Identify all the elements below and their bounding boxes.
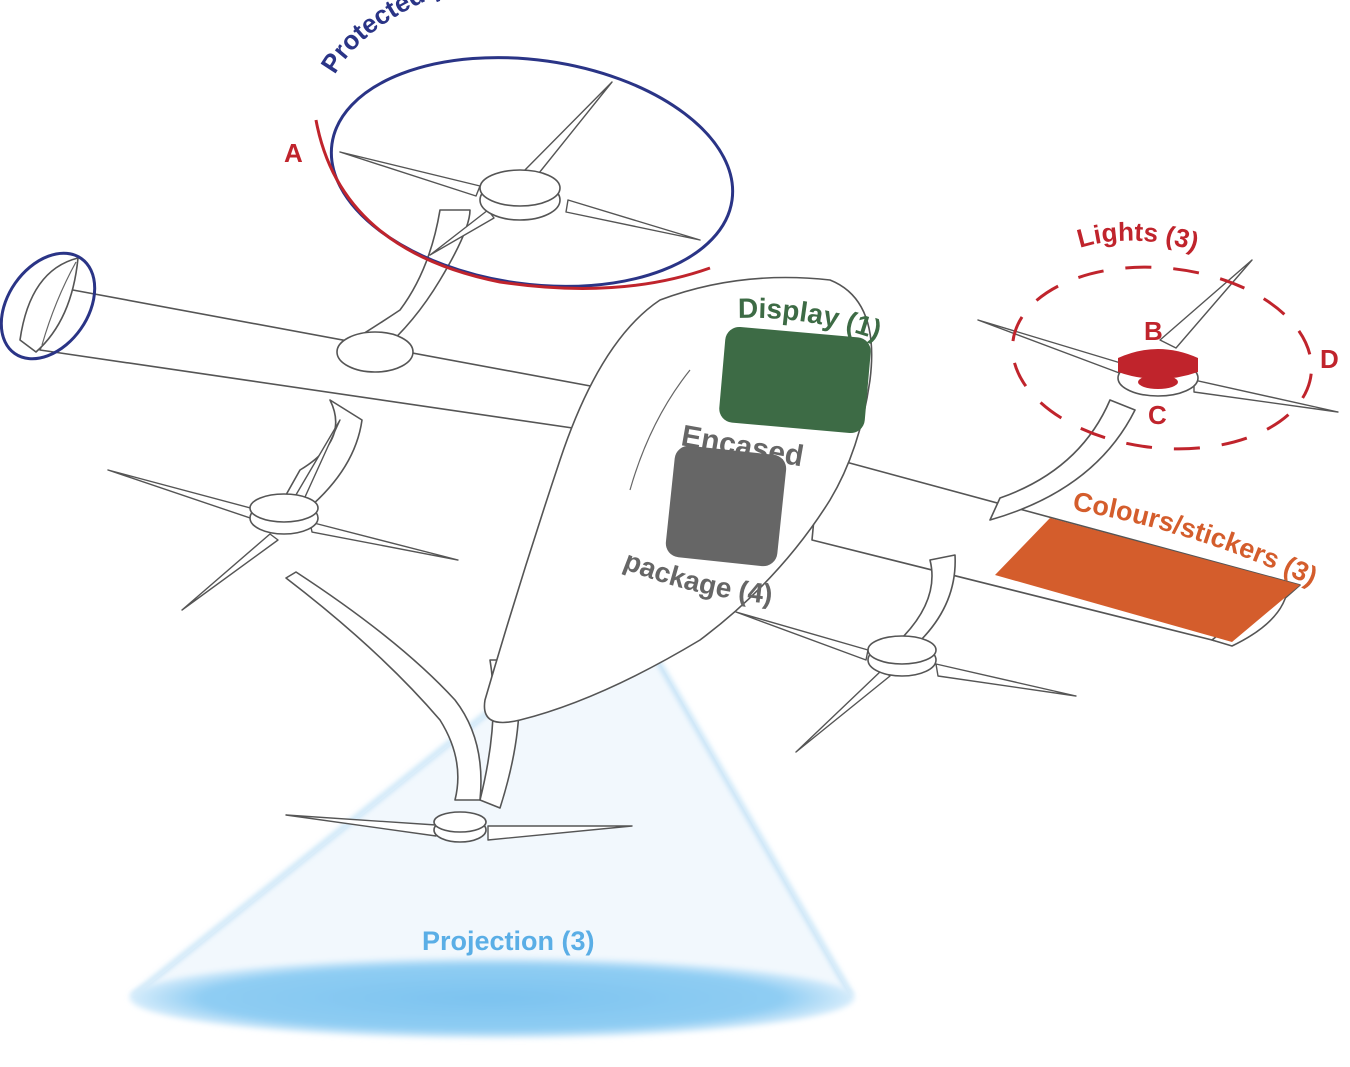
label-marker-a: A xyxy=(284,138,303,168)
display-panel xyxy=(719,326,871,434)
light-c xyxy=(1138,375,1178,389)
guard-arc-a xyxy=(314,119,711,290)
label-protected-propellers: Protected propellers/wings (3) xyxy=(315,0,682,78)
wing-joint-left xyxy=(336,331,414,373)
left-rear-rotor-group xyxy=(107,399,459,611)
projection-ground-spot xyxy=(130,958,854,1038)
label-marker-d: D xyxy=(1320,344,1339,374)
right-rear-rotor-group xyxy=(735,554,1077,753)
encased-package xyxy=(665,445,787,567)
label-marker-c: C xyxy=(1148,400,1167,430)
label-marker-b: B xyxy=(1144,316,1163,346)
wingtip-guard-ring xyxy=(0,251,97,361)
colour-sticker-patch xyxy=(995,518,1300,642)
top-rotor-group xyxy=(339,81,701,361)
label-projection: Projection (3) xyxy=(422,926,595,956)
label-lights: Lights (3) xyxy=(1074,216,1203,257)
lights-rotor-group xyxy=(977,259,1339,521)
light-b xyxy=(1118,349,1198,379)
